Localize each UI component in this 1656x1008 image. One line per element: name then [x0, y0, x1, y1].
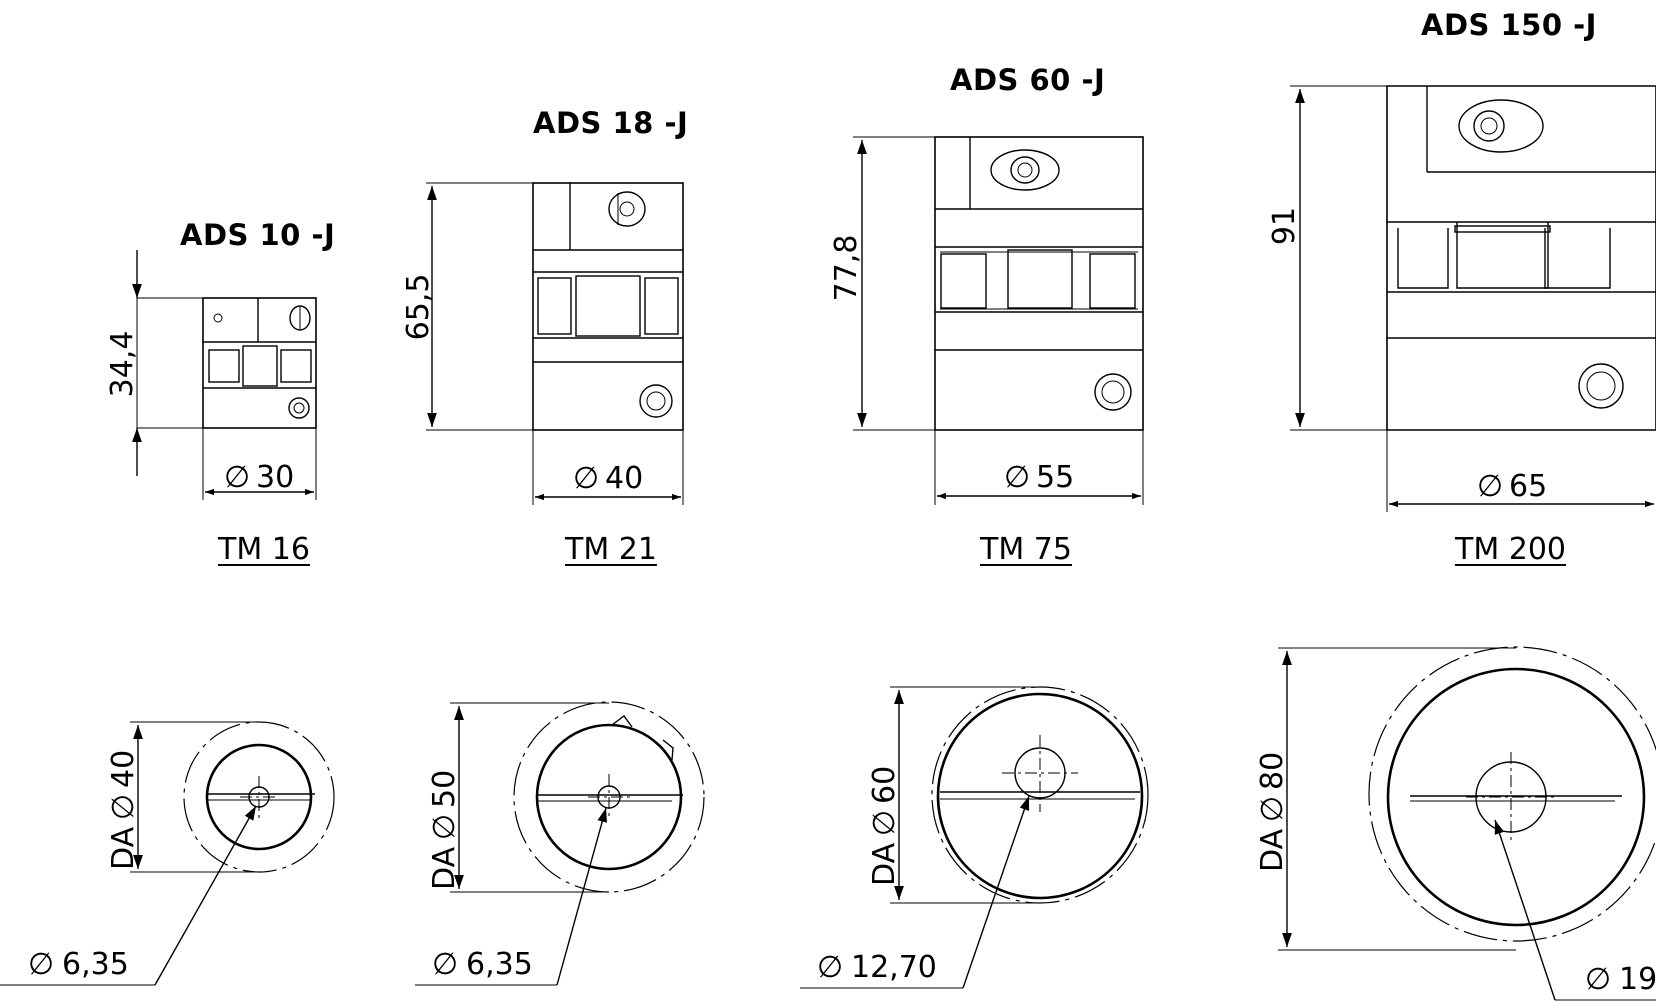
da-label: DA: [106, 826, 141, 870]
diameter-symbol: ∅: [427, 814, 462, 840]
da-diameter-ads-18: 50: [427, 770, 462, 808]
model-label-tm-200: TM 200: [1455, 532, 1567, 567]
model-label-tm-75: TM 75: [980, 532, 1072, 567]
da-diameter-ads-150: 80: [1255, 752, 1290, 790]
coupling-title-ads-150: ADS 150 -J: [1421, 8, 1597, 42]
side-view-ads-18: 65,5 ∅ 40: [401, 182, 684, 505]
diameter-symbol: ∅: [1477, 469, 1503, 504]
coupling-title-ads-18: ADS 18 -J: [533, 106, 689, 140]
length-dim-ads-150: 91: [1267, 207, 1302, 245]
diameter-dim-ads-10: 30: [256, 460, 294, 495]
bore-dim-ads-18: 6,35: [466, 947, 533, 982]
bore-dim-ads-60: 12,70: [851, 950, 937, 985]
model-label-tm-16: TM 16: [218, 532, 310, 567]
da-label: DA: [867, 842, 902, 886]
diameter-symbol: ∅: [1585, 962, 1611, 997]
diameter-symbol: ∅: [1255, 796, 1290, 822]
diameter-symbol: ∅: [867, 810, 902, 836]
length-dim-ads-18: 65,5: [401, 274, 436, 341]
model-label-tm-21: TM 21: [565, 532, 657, 567]
side-view-ads-60: 77,8 ∅ 55: [829, 136, 1144, 505]
da-label: DA: [427, 846, 462, 890]
da-diameter-ads-10: 40: [106, 750, 141, 788]
diameter-symbol: ∅: [1004, 460, 1030, 495]
diameter-dim-ads-18: 40: [605, 461, 643, 496]
front-view-ads-10: DA ∅ 40 ∅ 6,35: [0, 721, 335, 986]
front-view-ads-18: DA ∅ 50 ∅ 6,35: [415, 701, 705, 986]
length-dim-ads-60: 77,8: [829, 235, 864, 302]
diameter-dim-ads-150: 65: [1509, 469, 1547, 504]
diameter-symbol: ∅: [817, 950, 843, 985]
diameter-symbol: ∅: [106, 794, 141, 820]
coupling-title-ads-10: ADS 10 -J: [180, 218, 336, 252]
coupling-title-ads-60: ADS 60 -J: [950, 63, 1106, 97]
diameter-symbol: ∅: [432, 947, 458, 982]
front-view-ads-150: DA ∅ 80 ∅ 19: [1255, 646, 1656, 1001]
diameter-symbol: ∅: [573, 461, 599, 496]
da-diameter-ads-60: 60: [867, 766, 902, 804]
da-label: DA: [1255, 828, 1290, 872]
side-view-ads-10: 34,4 ∅ 30: [105, 250, 317, 500]
diameter-dim-ads-60: 55: [1036, 460, 1074, 495]
bore-dim-ads-150: 19: [1619, 962, 1656, 997]
side-view-ads-150: 91 ∅ 65: [1267, 85, 1656, 512]
length-dim-ads-10: 34,4: [105, 331, 140, 398]
front-view-ads-60: DA ∅ 60 ∅ 12,70: [800, 686, 1149, 989]
diameter-symbol: ∅: [224, 460, 250, 495]
bore-dim-ads-10: 6,35: [62, 947, 129, 982]
diameter-symbol: ∅: [28, 947, 54, 982]
